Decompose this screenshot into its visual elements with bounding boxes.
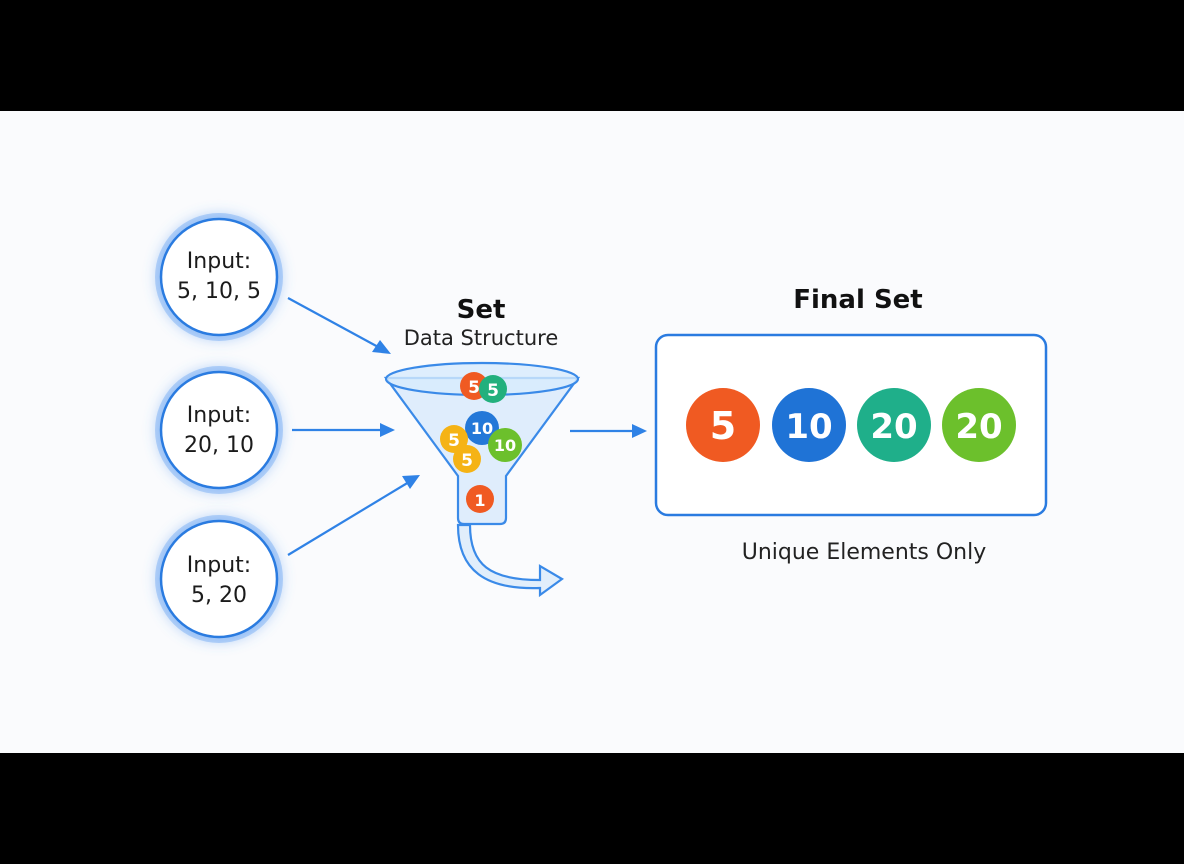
input-label: Input: [187,553,251,578]
input-values: 5, 20 [191,583,247,608]
input-label: Input: [187,249,251,274]
input-node-2: Input: 20, 10 [155,366,283,494]
funnel-ball: 5 [440,425,468,453]
final-set-element: 10 [772,388,846,462]
arrow-input-2-to-set [292,423,395,437]
input-values: 20, 10 [184,433,254,458]
top-letterbox [0,0,1184,111]
input-label: Input: [187,403,251,428]
svg-text:5: 5 [468,378,480,398]
funnel-ball: 10 [488,428,522,462]
svg-text:10: 10 [785,407,832,447]
input-node-1: Input: 5, 10, 5 [155,213,283,341]
final-set-element: 20 [942,388,1016,462]
svg-text:1: 1 [474,491,485,510]
funnel-ball: 10 [465,411,499,445]
final-set-caption: Unique Elements Only [742,540,987,565]
final-set-box [654,333,1048,517]
funnel-ball: 5 [479,375,507,403]
funnel-ball: 1 [466,485,494,513]
svg-text:20: 20 [955,407,1002,447]
svg-text:5: 5 [461,451,473,471]
svg-text:5: 5 [710,404,736,448]
final-set-element: 20 [857,388,931,462]
svg-text:10: 10 [494,436,516,455]
arrow-input-3-to-set [287,475,420,556]
svg-text:5: 5 [487,381,499,401]
set-title: Set [457,295,506,325]
input-values: 5, 10, 5 [177,279,261,304]
svg-text:10: 10 [471,419,493,438]
input-node-3: Input: 5, 20 [155,515,283,643]
svg-text:20: 20 [870,407,917,447]
final-set-element: 5 [686,388,760,462]
svg-text:5: 5 [448,431,460,451]
bottom-letterbox [0,753,1184,864]
funnel-ball: 5 [453,445,481,473]
final-set-title: Final Set [793,285,922,315]
arrow-set-to-final [570,424,647,438]
set-subtitle: Data Structure [404,326,559,350]
arrow-input-1-to-set [287,297,391,354]
funnel-balls: 5 5 10 5 5 10 1 [440,372,522,513]
